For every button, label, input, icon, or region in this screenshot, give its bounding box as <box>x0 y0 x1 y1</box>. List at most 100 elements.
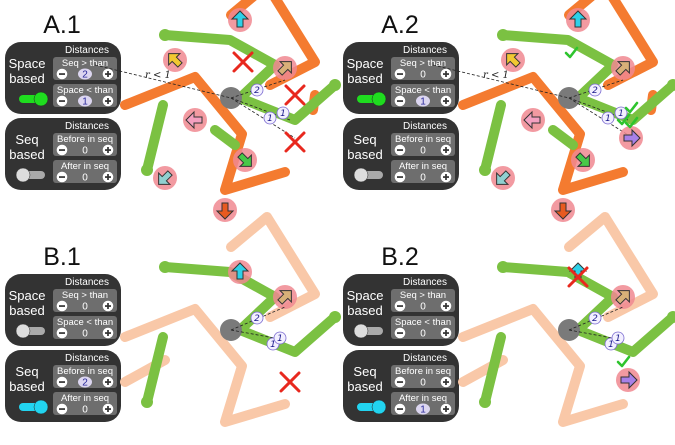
increment-button[interactable] <box>102 403 114 415</box>
backbone-node <box>329 79 341 91</box>
backbone-node <box>159 29 171 41</box>
decrement-button[interactable] <box>56 95 68 107</box>
decrement-button[interactable] <box>394 95 406 107</box>
mode-toggle[interactable] <box>19 399 49 415</box>
decrement-button[interactable] <box>56 376 68 388</box>
row-background <box>53 316 117 339</box>
excluded-cross-icon <box>284 84 306 106</box>
value-highlight <box>416 95 430 107</box>
mode-toggle[interactable] <box>357 91 387 107</box>
quadrant-label: B.1 <box>43 243 81 271</box>
mode-toggle[interactable] <box>353 323 383 339</box>
increment-button[interactable] <box>440 68 452 80</box>
svg-text:1: 1 <box>280 109 286 119</box>
mode-toggle[interactable] <box>357 399 387 415</box>
decrement-button[interactable] <box>394 144 406 156</box>
backbone-node <box>159 261 171 273</box>
mode-toggle[interactable] <box>19 91 49 107</box>
orange-backbone-segment <box>120 304 290 427</box>
excluded-cross-icon <box>284 131 306 153</box>
stepper-value: 1 <box>420 97 426 108</box>
increment-button[interactable] <box>102 327 114 339</box>
increment-button[interactable] <box>102 95 114 107</box>
increment-button[interactable] <box>440 376 452 388</box>
increment-button[interactable] <box>440 327 452 339</box>
cyan-arrow-marker <box>566 8 590 32</box>
svg-text:1: 1 <box>270 340 276 350</box>
green-backbone-segment <box>548 125 578 150</box>
decrement-button[interactable] <box>56 300 68 312</box>
increment-button[interactable] <box>102 68 114 80</box>
mode-toggle[interactable] <box>15 167 45 183</box>
increment-button[interactable] <box>440 95 452 107</box>
decrement-button[interactable] <box>56 403 68 415</box>
green-backbone-segment <box>142 100 168 175</box>
teal-arrow-marker <box>491 166 515 190</box>
increment-button[interactable] <box>102 171 114 183</box>
distance-guide <box>568 79 624 99</box>
decrement-button[interactable] <box>56 68 68 80</box>
decrement-button[interactable] <box>394 403 406 415</box>
pink-arrow-marker <box>183 108 207 132</box>
decrement-button[interactable] <box>394 376 406 388</box>
decrement-button[interactable] <box>394 300 406 312</box>
decrement-button[interactable] <box>56 144 68 156</box>
rank-badge: 1 <box>611 331 625 345</box>
toggle-knob <box>353 167 369 183</box>
value-highlight <box>416 403 430 415</box>
row-background <box>391 133 455 156</box>
increment-button[interactable] <box>440 171 452 183</box>
mode-toggle[interactable] <box>353 167 383 183</box>
radius-label: r < 1 <box>145 70 171 81</box>
increment-button[interactable] <box>102 376 114 388</box>
stepper-value: 0 <box>82 329 88 340</box>
mode-toggle[interactable] <box>15 323 45 339</box>
increment-button[interactable] <box>102 144 114 156</box>
minus-icon <box>59 100 65 102</box>
increment-button[interactable] <box>440 144 452 156</box>
decrement-button[interactable] <box>394 68 406 80</box>
decrement-button[interactable] <box>394 171 406 183</box>
increment-button[interactable] <box>440 403 452 415</box>
orange-arrow-marker <box>213 198 237 222</box>
decrement-button[interactable] <box>56 171 68 183</box>
orange-arrow-marker <box>551 198 575 222</box>
backbone-node <box>141 396 153 408</box>
svg-text:2: 2 <box>592 314 598 324</box>
increment-button[interactable] <box>102 300 114 312</box>
svg-text:2: 2 <box>254 86 260 96</box>
row-label: After in seq <box>61 393 109 404</box>
row-label: Before in seq <box>395 366 451 377</box>
green-backbone-segment <box>160 30 340 125</box>
decrement-button[interactable] <box>394 327 406 339</box>
distances-heading: Distances <box>65 353 109 364</box>
backbone-node <box>497 29 509 41</box>
row-label: Before in seq <box>395 134 451 145</box>
svg-text:1: 1 <box>615 334 621 344</box>
distances-heading: Distances <box>403 45 447 56</box>
included-check-icon <box>624 101 639 114</box>
row-label: After in seq <box>399 161 447 172</box>
minus-icon <box>397 332 403 334</box>
increment-button[interactable] <box>440 300 452 312</box>
distances-heading: Distances <box>403 353 447 364</box>
backbone-node <box>667 311 675 323</box>
decrement-button[interactable] <box>56 327 68 339</box>
